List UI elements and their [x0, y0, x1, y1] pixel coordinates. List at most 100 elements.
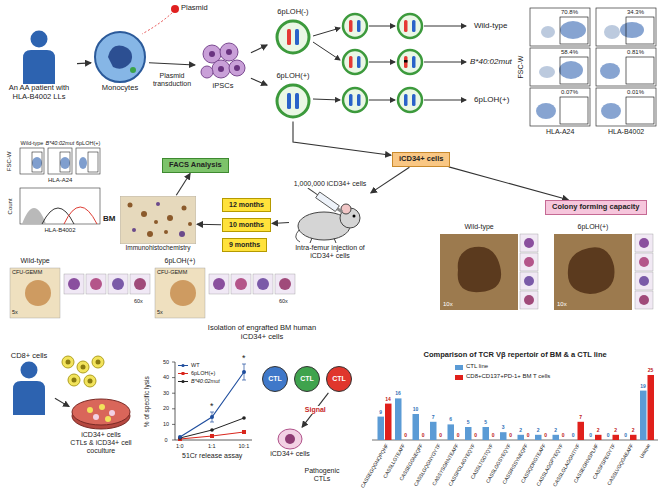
- colony-images-part: [635, 253, 653, 271]
- cfu-images-part: [170, 280, 196, 306]
- node-icon-part-part: [226, 49, 232, 55]
- legend-marker: [181, 380, 184, 383]
- facs-plots-part: [20, 148, 44, 174]
- label-text: 10x: [557, 301, 567, 308]
- edited-cells-part: [349, 56, 353, 68]
- label-text: Isolation of engrafted BM human iCD34+ c…: [204, 324, 320, 341]
- flow-plots: [530, 8, 656, 126]
- node-text: CTL: [332, 375, 346, 383]
- flow-plots-part: [560, 57, 588, 84]
- flow-plots-part: [596, 8, 656, 46]
- label-text: 2: [632, 428, 635, 434]
- bar: [553, 435, 560, 440]
- lysis-chart-part: [178, 435, 182, 439]
- bar: [385, 404, 392, 440]
- colony-images-part: [635, 272, 653, 290]
- flow-plots-part: [530, 8, 590, 46]
- label-text: 2: [519, 428, 522, 434]
- flow-plots-part: [541, 26, 555, 38]
- bar: [455, 440, 462, 441]
- label-text: 5x: [157, 309, 163, 315]
- label-text: 40: [163, 374, 169, 380]
- cfu-images-part: [235, 278, 247, 290]
- node-text: CD8+ cells: [11, 352, 47, 361]
- edited-cells-part: [412, 94, 416, 106]
- flow-plots-part: [530, 88, 590, 126]
- t-cells-part: [72, 378, 77, 383]
- bar: [613, 435, 620, 440]
- ihc-image: Immunohistochemistry: [120, 196, 196, 251]
- node-icon: [93, 30, 147, 84]
- t-cells-part: [66, 360, 71, 365]
- label-text: 2: [554, 428, 557, 434]
- node-text: 6pLOH(-): [277, 8, 308, 17]
- node-text: Immunohistochemistry: [125, 244, 190, 251]
- cfu-images-part: [155, 268, 205, 318]
- label-text: 10: [413, 407, 419, 413]
- node-icon-part-part: [277, 21, 309, 53]
- label-text: FSC-W: [6, 151, 13, 171]
- lysis-chart-part: [242, 416, 246, 420]
- node-icon-part-part: [87, 407, 93, 413]
- flow-plots-part: [560, 21, 586, 39]
- legend-text: 6pLOH(+): [191, 370, 215, 376]
- plasmid-part: [142, 13, 172, 34]
- node-icon-part-part-part: [308, 188, 318, 195]
- label-text: 20: [163, 405, 169, 411]
- connector: [176, 174, 190, 196]
- node-icon-part-part: [179, 231, 185, 237]
- flow-plots-part: [596, 48, 656, 86]
- connector: [293, 122, 391, 156]
- label-text: Count: [7, 198, 14, 214]
- clone-cell: 6pLOH(-): [268, 8, 318, 57]
- flow-arrows-part: [369, 62, 395, 63]
- node-icon-part-part: [105, 416, 111, 422]
- label-text: 58.4%: [561, 49, 578, 56]
- facs-plots-part: [32, 152, 42, 172]
- node-icon-part-part: [154, 220, 158, 224]
- label-text: 0: [457, 433, 460, 439]
- node-icon-part-part: [212, 60, 230, 78]
- node-icon: [200, 42, 246, 82]
- facs-plots: [20, 148, 100, 224]
- node-icon-part-part: [72, 399, 130, 425]
- edited-cells-part: [357, 94, 361, 106]
- legend-line-sample: [178, 373, 188, 374]
- method-box: FACS Analysis: [162, 158, 229, 173]
- label-text: Plasmid transduction: [145, 72, 199, 88]
- node-icon-part-part: [99, 404, 105, 410]
- cfu-images-part: [10, 268, 60, 318]
- t-cells-part: [62, 356, 74, 368]
- facs-plots-part: [76, 148, 100, 174]
- label-text: 0: [439, 433, 442, 439]
- flow-arrows-part: [424, 26, 466, 27]
- lysis-chart-part: [210, 434, 214, 438]
- t-cells-part: [96, 360, 101, 365]
- label-text: 1:1: [208, 443, 216, 449]
- label-text: FSC-W: [517, 56, 525, 79]
- node-icon-part-part: [120, 196, 196, 244]
- connector: [77, 62, 91, 64]
- time-box: 10 months: [222, 218, 271, 232]
- facs-plots-part: [20, 188, 100, 224]
- lysis-chart: [172, 362, 252, 441]
- cfu-images-part: [108, 274, 128, 294]
- cfu-images-part: [112, 278, 124, 290]
- bar: [438, 440, 445, 441]
- legend-swatch: [455, 365, 463, 370]
- assay-box: Colony forming capacity: [545, 200, 647, 215]
- label-text: 14: [385, 397, 391, 403]
- node-icon-part-part: [147, 231, 153, 237]
- colony-images-part: [524, 295, 534, 305]
- facs-plots-part: [60, 152, 70, 172]
- label-text: 5: [467, 420, 470, 426]
- node-icon-part-part: [278, 429, 302, 449]
- label-text: 2: [614, 428, 617, 434]
- connector: [149, 63, 195, 65]
- plasmid: [142, 5, 179, 34]
- node-icon-part: [19, 30, 59, 84]
- edited-cells-part: [404, 60, 408, 63]
- facs-plots-part: [48, 148, 72, 174]
- bar: [420, 440, 427, 441]
- label-text: 10:1: [239, 443, 250, 449]
